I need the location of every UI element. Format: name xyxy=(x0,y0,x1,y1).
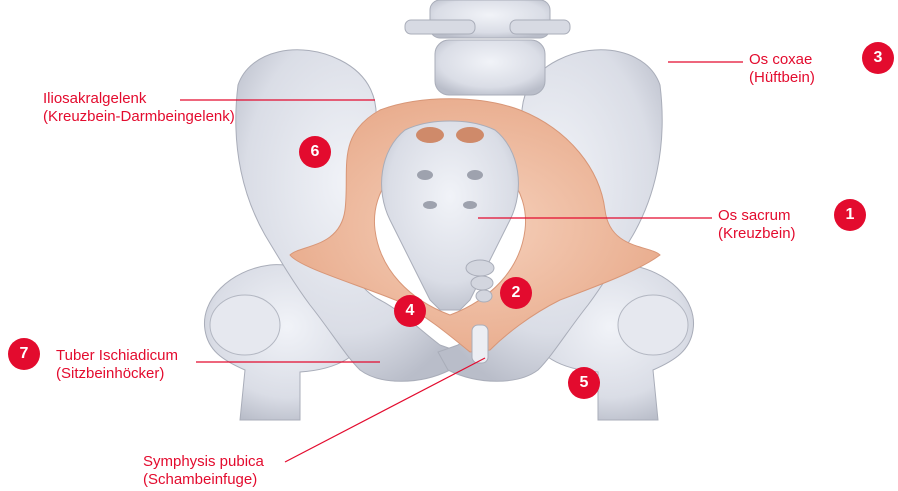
lumbar-vertebra xyxy=(405,0,570,95)
badge-7: 7 xyxy=(8,338,40,370)
badge-2: 2 xyxy=(500,277,532,309)
badge-3: 3 xyxy=(862,42,894,74)
tuber-german: (Sitzbeinhöcker) xyxy=(56,365,178,383)
os-coxae-german: (Hüftbein) xyxy=(749,69,815,87)
label-iliosakralgelenk: Iliosakralgelenk (Kreuzbein-Darmbeingele… xyxy=(43,90,235,126)
os-sacrum-german: (Kreuzbein) xyxy=(718,225,796,243)
tuber-name: Tuber Ischiadicum xyxy=(56,347,178,365)
badge-5: 5 xyxy=(568,367,600,399)
badge-4: 4 xyxy=(394,295,426,327)
symphysis-german: (Schambeinfuge) xyxy=(143,471,264,489)
iliosakral-german: (Kreuzbein-Darmbeingelenk) xyxy=(43,108,235,126)
symphysis-pubica-shape xyxy=(472,325,488,363)
badge-1: 1 xyxy=(834,199,866,231)
label-os-coxae: Os coxae (Hüftbein) xyxy=(749,51,815,87)
label-symphysis-pubica: Symphysis pubica (Schambeinfuge) xyxy=(143,453,264,489)
os-sacrum-name: Os sacrum xyxy=(718,207,796,225)
badge-6: 6 xyxy=(299,136,331,168)
os-coxae-name: Os coxae xyxy=(749,51,815,69)
label-tuber-ischiadicum: Tuber Ischiadicum (Sitzbeinhöcker) xyxy=(56,347,178,383)
label-os-sacrum: Os sacrum (Kreuzbein) xyxy=(718,207,796,243)
os-sacrum xyxy=(382,121,519,310)
symphysis-name: Symphysis pubica xyxy=(143,453,264,471)
iliosakral-name: Iliosakralgelenk xyxy=(43,90,235,108)
